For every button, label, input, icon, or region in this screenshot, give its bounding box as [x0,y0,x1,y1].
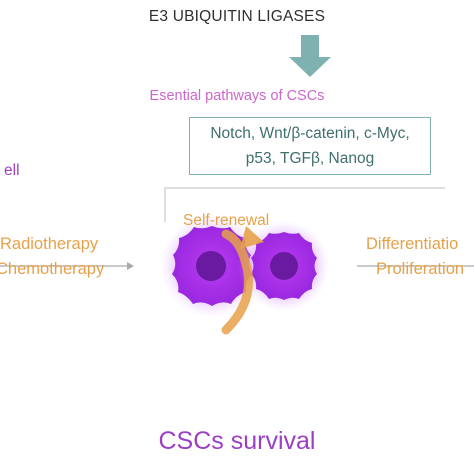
left-arrow [0,262,134,270]
differentiation-label: Differentiatio [366,235,459,253]
proliferation-label: Proliferation [376,260,465,278]
chemotherapy-label: Chemotherapy [0,260,105,278]
stem-cell-left [160,214,264,318]
therapy-labels: Radiotherapy Chemotherapy [0,232,104,282]
pathways-line-1: Notch, Wnt/β-catenin, c-Myc, [210,125,410,142]
cscs-survival-label: CSCs survival [158,427,316,455]
cell-label: ell [4,162,20,179]
down-arrow [289,35,331,77]
e3-ligases-title: E3 UBIQUITIN LIGASES [148,8,326,25]
pathways-line-2: p53, TGFβ, Nanog [245,150,375,167]
radiotherapy-label: Radiotherapy [0,235,99,253]
stem-cell-right [238,220,330,312]
self-renewal-label: Self-renewal [183,212,270,229]
outcome-labels: Differentiatio Proliferation [366,232,464,282]
bracket-line [164,187,445,222]
self-renewal-arrow [221,226,264,335]
pathways-title: Esential pathways of CSCs [149,88,325,104]
pathways-box: Notch, Wnt/β-catenin, c-Myc, p53, TGFβ, … [189,117,431,175]
